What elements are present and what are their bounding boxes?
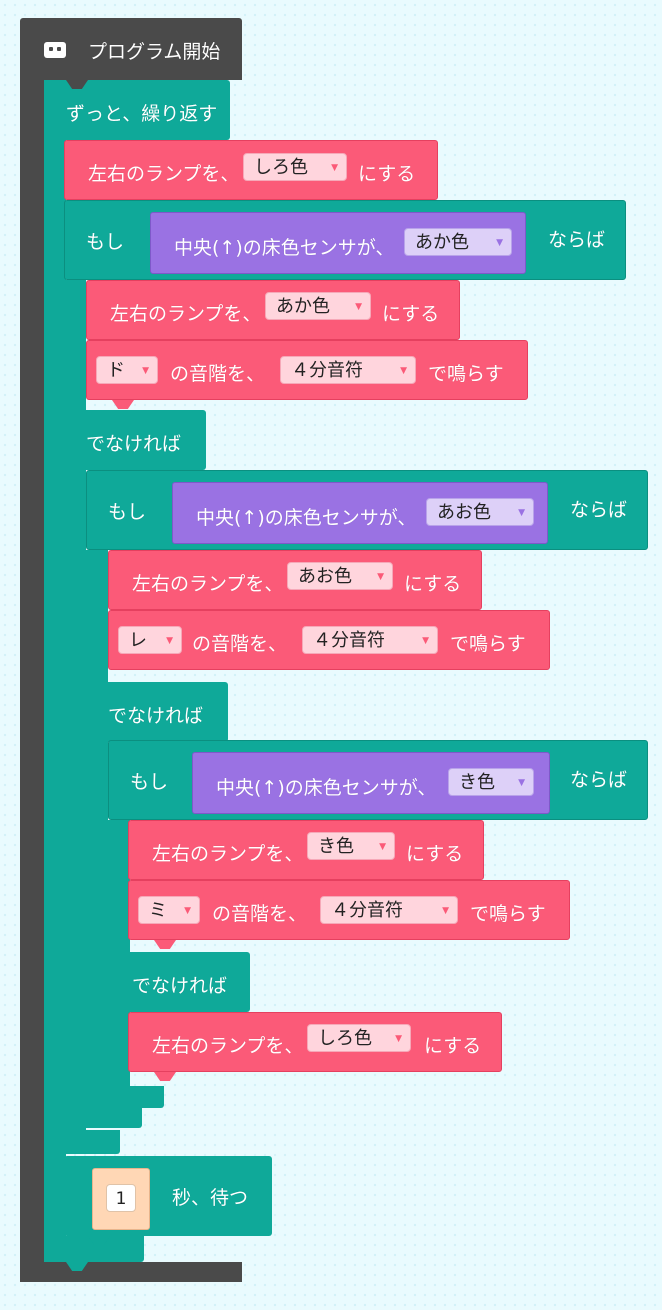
lamp-color-dropdown[interactable]: しろ色▼ [307,1024,411,1052]
set-lamp-label: 左右のランプを、 [152,843,304,865]
else-block-2[interactable] [86,682,228,742]
else-block-3[interactable] [108,952,250,1012]
forever-arm [44,140,66,1250]
duration-dropdown[interactable]: ４分音符▼ [280,356,416,384]
wait-seconds-input[interactable]: 1 [106,1184,136,1212]
floor-sensor-label-3: 中央(↑)の床色センサが、 [216,777,437,799]
set-lamp-label: 左右のランプを、 [152,1035,304,1057]
block-bottom-notch [88,1236,110,1245]
sensor-color-dropdown-2[interactable]: あお色▼ [426,498,534,526]
block-bottom-notch [66,1262,88,1271]
note-suffix-label: で鳴らす [428,363,504,385]
sensor-color-dropdown-1[interactable]: あか色▼ [404,228,512,256]
program-start-bottom [20,1262,242,1282]
then-label-1: ならば [548,229,606,251]
block-bottom-notch [154,940,176,949]
block-bottom-notch [154,1072,176,1081]
set-lamp-block[interactable] [128,820,484,880]
note-mid-label: の音階を、 [170,363,266,385]
floor-sensor-label-1: 中央(↑)の床色センサが、 [174,237,395,259]
set-lamp-suffix: にする [406,843,464,865]
set-lamp-suffix: にする [424,1035,482,1057]
if2-arm [86,550,108,1120]
wait-label: 秒、待つ [172,1187,249,1209]
dropdown-arrow-icon: ▼ [166,636,173,646]
else-block-1[interactable] [64,410,206,470]
duration-dropdown[interactable]: ４分音符▼ [320,896,458,924]
else-label-1: でなければ [86,433,182,455]
floor-sensor-label-2: 中央(↑)の床色センサが、 [196,507,417,529]
if2-bottom [86,1106,142,1128]
if1-arm [64,280,86,1150]
forever-label: ずっと、繰り返す [66,103,218,125]
lamp-color-dropdown[interactable]: き色▼ [307,832,395,860]
set-lamp-label: 左右のランプを、 [88,163,240,185]
note-dropdown[interactable]: ミ▼ [138,896,200,924]
set-lamp-label: 左右のランプを、 [110,303,262,325]
note-mid-label: の音階を、 [212,903,308,925]
dropdown-arrow-icon: ▼ [422,636,429,646]
set-lamp-suffix: にする [404,573,462,595]
dropdown-arrow-icon: ▼ [442,906,449,916]
if-label-3: もし [130,771,169,793]
if1-bottom [64,1130,120,1154]
forever-notch [66,80,88,89]
lamp-color-dropdown[interactable]: しろ色▼ [243,153,347,181]
dropdown-arrow-icon: ▼ [142,366,149,376]
else-label-2: でなければ [108,705,204,727]
note-suffix-label: で鳴らす [450,633,526,655]
dropdown-arrow-icon: ▼ [184,906,191,916]
forever-loop-block[interactable] [44,80,230,140]
if-label-1: もし [86,231,125,253]
dropdown-arrow-icon: ▼ [496,238,503,248]
dropdown-arrow-icon: ▼ [331,163,338,173]
robot-icon [44,42,66,58]
duration-dropdown[interactable]: ４分音符▼ [302,626,438,654]
note-dropdown[interactable]: ド▼ [96,356,158,384]
sensor-color-dropdown-3[interactable]: き色▼ [448,768,534,796]
set-lamp-suffix: にする [358,163,416,185]
dropdown-arrow-icon: ▼ [379,842,386,852]
set-lamp-suffix: にする [382,303,440,325]
set-lamp-label: 左右のランプを、 [132,573,284,595]
then-label-3: ならば [570,769,628,791]
note-dropdown[interactable]: レ▼ [118,626,182,654]
program-start-label: プログラム開始 [88,41,221,63]
if3-bottom [108,1086,164,1108]
note-suffix-label: で鳴らす [470,903,546,925]
dropdown-arrow-icon: ▼ [400,366,407,376]
else-label-3: でなければ [132,975,228,997]
if-label-2: もし [108,501,147,523]
lamp-color-dropdown[interactable]: あか色▼ [265,292,371,320]
dropdown-arrow-icon: ▼ [395,1034,402,1044]
dropdown-arrow-icon: ▼ [518,508,525,518]
dropdown-arrow-icon: ▼ [518,778,525,788]
dropdown-arrow-icon: ▼ [377,572,384,582]
then-label-2: ならば [570,499,628,521]
block-bottom-notch [112,400,134,409]
lamp-color-dropdown[interactable]: あお色▼ [287,562,393,590]
program-start-arm [20,80,44,1276]
note-mid-label: の音階を、 [192,633,288,655]
dropdown-arrow-icon: ▼ [355,302,362,312]
